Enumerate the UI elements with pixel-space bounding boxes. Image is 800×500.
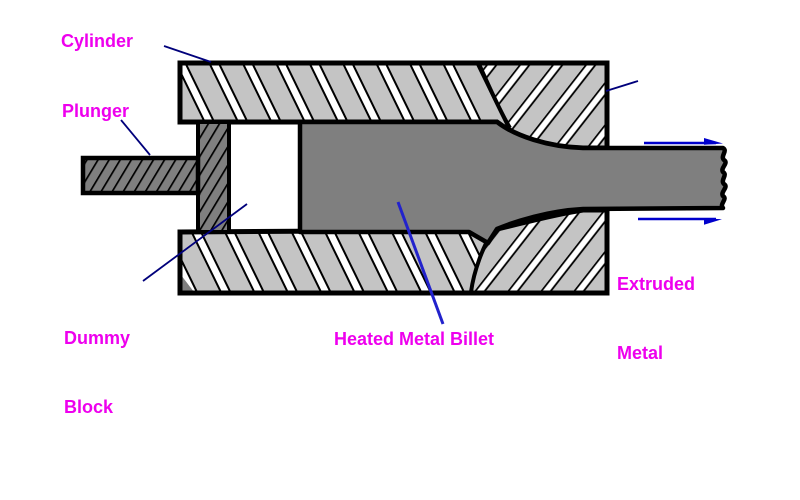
leader-line-dummy-block	[142, 203, 248, 282]
label-extruded-metal-line2: Metal	[617, 343, 664, 363]
leader-line-die	[605, 80, 639, 92]
die-top	[479, 64, 607, 149]
die-top-curve	[477, 63, 512, 130]
leader-line-billet	[396, 201, 445, 325]
leader-line-cylinder	[163, 45, 212, 63]
label-extruded-metal: Extruded Metal	[617, 227, 695, 411]
plunger	[80, 155, 201, 196]
die-bottom	[471, 210, 607, 292]
wall-corner-shadow	[181, 275, 194, 292]
flow-arrow-bottom-icon	[638, 217, 722, 225]
label-cylinder: Cylinder	[61, 31, 134, 51]
label-dummy-block-line1: Dummy	[64, 328, 131, 348]
label-dummy-block-line2: Block	[64, 397, 114, 417]
heated-metal-billet	[297, 119, 728, 246]
leader-line-plunger	[120, 119, 151, 156]
label-plunger: Plunger	[62, 101, 130, 121]
label-extruded-metal-line1: Extruded	[617, 274, 696, 294]
flow-arrow-top-icon	[644, 138, 723, 145]
dummy-block	[196, 120, 231, 234]
label-dummy-block: Dummy Block	[64, 281, 130, 465]
label-heated-metal-billet: Heated Metal Billet	[334, 329, 495, 349]
